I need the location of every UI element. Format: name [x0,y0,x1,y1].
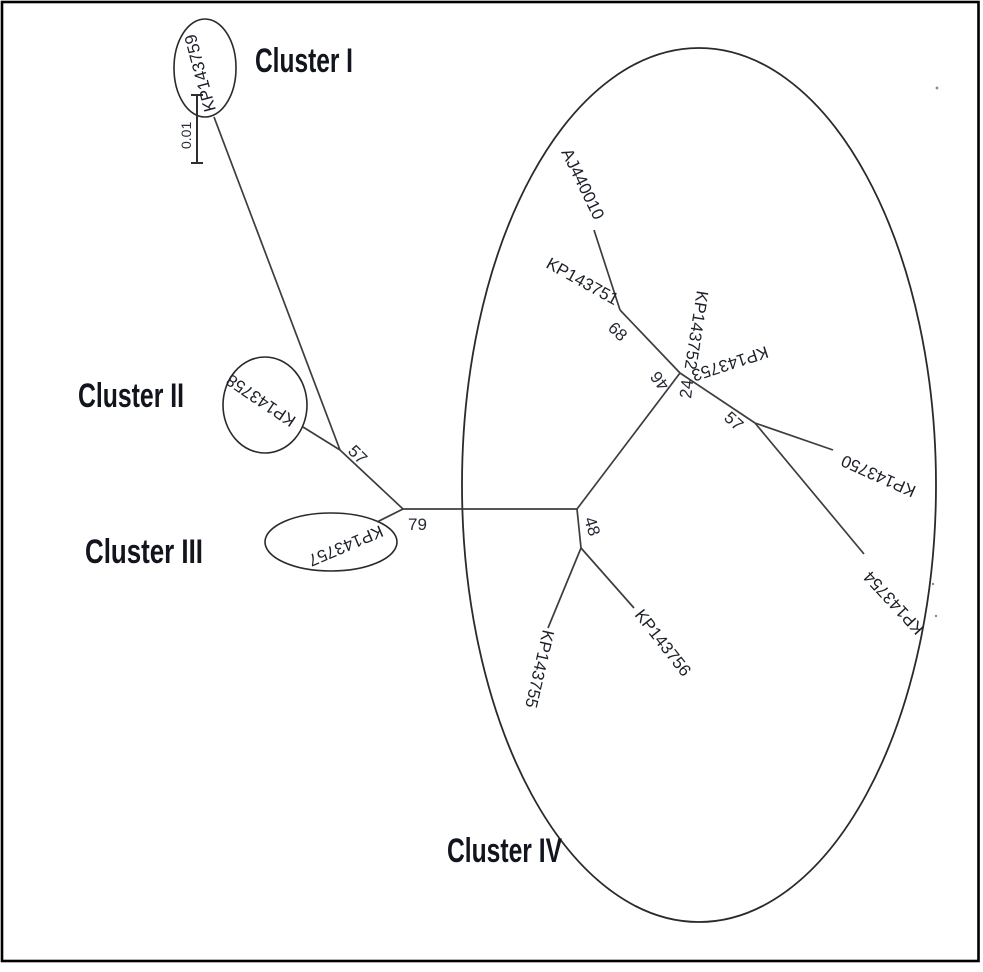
branch-n2-central [339,449,404,510]
cluster-3-label: Cluster III [85,533,203,571]
scale-bar-label: 0.01 [178,122,194,149]
scan-specks [931,86,939,618]
tip-kp143757: KP143757 [305,521,386,570]
support-24: 24 [676,378,697,399]
branch-hub-n57 [679,372,756,424]
tip-kp143755: KP143755 [521,628,557,710]
support-values: 57 79 68 46 24 57 48 [344,318,747,538]
tip-kp143752: KP143752 [681,289,712,370]
tip-kp143750: KP143750 [838,451,918,501]
scale-bar [191,94,203,164]
support-68: 68 [604,318,631,345]
speck-3 [934,614,938,618]
tip-kp143754: KP143754 [860,567,928,638]
branch-kp143754 [754,422,865,555]
branch-cluster2 [302,426,341,451]
cluster-4-ellipse [461,47,937,923]
support-46: 46 [647,367,674,394]
branch-cluster3 [376,508,404,523]
tip-kp143759: KP143759 [181,32,220,114]
branch-cluster1 [213,116,341,451]
tip-kp143756: KP143756 [631,606,695,680]
cluster-1-label: Cluster I [255,42,353,80]
branch-kp143755 [547,547,582,629]
cluster-3-ellipse [264,512,398,572]
support-57-left: 57 [344,441,371,468]
cluster-2-ellipse [222,356,308,454]
tip-labels: KP143759 KP143758 KP143757 AJ440010 KP14… [181,32,928,709]
cluster-ellipses [173,18,937,923]
speck-2 [931,582,935,586]
branch-kp143750 [754,422,834,451]
speck-1 [935,86,939,90]
tree-branches [213,116,865,629]
branch-hub-n68 [619,309,681,374]
support-48: 48 [580,515,604,539]
tip-aj440010: AJ440010 [557,145,608,222]
support-57-right: 57 [720,408,747,435]
branch-n3-n48 [576,508,582,549]
tip-kp143758: KP143758 [223,370,299,430]
cluster-2-label: Cluster II [78,377,184,415]
branch-n3-hub [576,372,681,510]
cluster-labels: Cluster I Cluster II Cluster III Cluster… [78,42,562,870]
branch-aj440010 [593,229,621,311]
cluster-4-label: Cluster IV [447,832,562,870]
branch-kp143756 [580,547,635,609]
support-79: 79 [408,515,427,534]
cluster-1-ellipse [173,18,237,118]
